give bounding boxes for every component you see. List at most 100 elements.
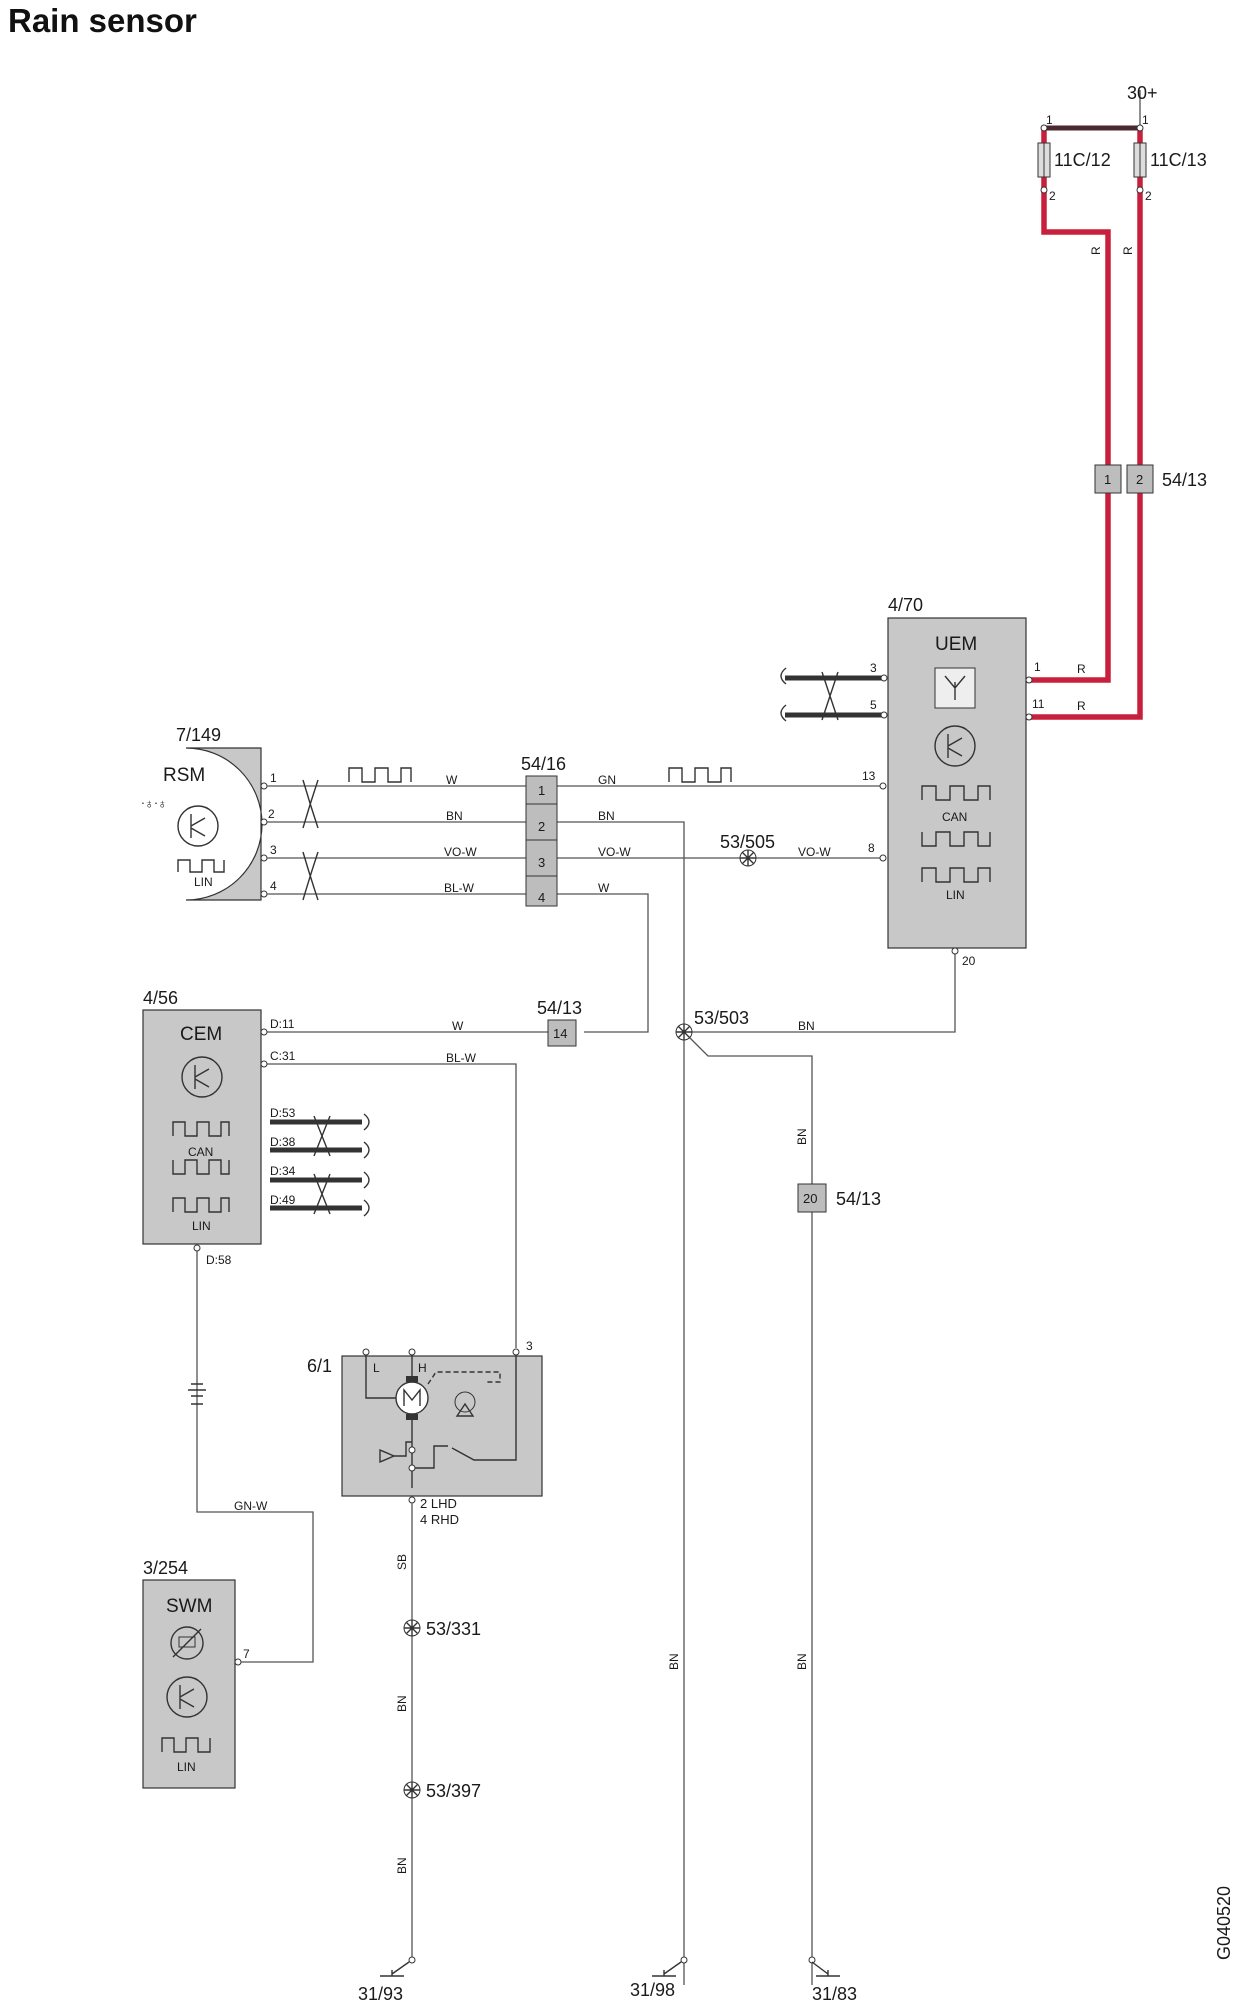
ground-label: 31/83 [812,1984,857,2000]
pin-label: 4 RHD [420,1512,459,1527]
wire-color-label: BN [598,809,615,823]
connector-54-13-top [1094,464,1154,494]
supply-label: 30+ [1127,83,1158,103]
pin-label: 4 [270,879,277,893]
wire-color-label: W [452,1019,464,1033]
wire-color-label: BN [667,1653,681,1670]
connector-label: 54/13 [537,998,582,1018]
wire-color-label: BN [446,809,463,823]
module-ref-label: 7/149 [176,725,221,745]
wire-color-label: VO-W [444,845,477,859]
page-title: Rain sensor [8,2,197,39]
wire-color-label: VO-W [598,845,631,859]
wire-color-label: GN [598,773,616,787]
module-name-label: RSM [163,765,205,786]
connector-54-13-mid [547,1019,577,1047]
pin-label: L [373,1361,380,1375]
pin-label: 2 [538,819,545,834]
pin-label: 11 [1032,697,1045,711]
pin-label: 2 [1049,189,1056,203]
fuse-label: 11C/13 [1150,150,1207,170]
rsm-module: ᐧ♁ᐧ♁ [141,747,263,901]
wire-color-label: R [1121,246,1135,255]
splice-53-397 [403,1781,421,1799]
bus-label: LIN [192,1219,211,1233]
wiper-motor-module [341,1354,543,1497]
cem-module [142,1009,262,1245]
pin-label: 20 [803,1191,817,1206]
wire-color-label: BL-W [446,1051,477,1065]
wire-color-label: BN [395,1695,409,1712]
splice-label: 53/503 [694,1008,749,1028]
connector-54-16 [525,775,558,907]
power-wiring [1026,90,1143,720]
bus-label: LIN [177,1760,196,1774]
wire-color-label: W [598,881,610,895]
cem-wiring [188,1031,560,1663]
pin-label: 2 [268,807,275,821]
bus-label: LIN [946,888,965,902]
pin-label: 14 [553,1026,567,1041]
pin-label: D:58 [206,1253,232,1267]
pin-label: 13 [862,769,876,783]
ground-label: 31/93 [358,1984,403,2000]
pin-label: 3 [870,661,877,675]
pin-label: 2 LHD [420,1496,457,1511]
pin-label: 1 [538,783,545,798]
wire-color-label: VO-W [798,845,831,859]
bus-label: CAN [942,810,967,824]
pin-label: 8 [868,841,875,855]
pin-label: 20 [962,954,976,968]
pin-label: D:11 [270,1017,295,1031]
pin-label: 7 [243,1647,250,1661]
fuse-11c-12 [1037,142,1051,178]
pin-label: D:53 [270,1106,296,1120]
wire-color-label: SB [395,1554,409,1570]
bus-label: CAN [188,1145,213,1159]
splice-53-505 [739,849,757,867]
swm-module [142,1579,236,1789]
bus-label: LIN [194,875,213,889]
splice-53-331 [403,1619,421,1637]
module-name-label: UEM [935,634,977,655]
ground-31-93 [380,1956,416,1977]
pin-label: 2 [1136,472,1143,487]
pin-label: 1 [1142,113,1149,127]
pin-label: 5 [870,698,877,712]
wire-color-label: R [1089,246,1103,255]
raindrop-icon: ᐧ♁ᐧ♁ [141,796,167,811]
uem-twisted-pair [780,667,882,722]
pin-label: C:31 [270,1049,296,1063]
module-ref-label: 4/56 [143,988,178,1008]
ground-31-98 [652,1956,688,1977]
splice-label: 53/505 [720,832,775,852]
connector-label: 54/13 [836,1189,881,1209]
wire-color-label: BN [798,1019,815,1033]
ground-31-83 [808,1956,840,1977]
splice-53-503 [675,1023,693,1041]
module-ref-label: 4/70 [888,595,923,615]
splice-label: 53/331 [426,1619,481,1639]
pin-label: 1 [1104,472,1111,487]
pin-label: D:38 [270,1135,296,1149]
ground-label: 31/98 [630,1980,675,2000]
rsm-wiring [267,767,880,1985]
pin-label: H [418,1361,427,1375]
module-name-label: CEM [180,1024,222,1045]
pin-label: D:34 [270,1164,296,1178]
pin-label: 1 [1046,113,1053,127]
pin-label: D:49 [270,1193,296,1207]
fuse-label: 11C/12 [1054,150,1111,170]
wire-color-label: GN-W [234,1499,268,1513]
wire-color-label: BN [795,1128,809,1145]
wire-color-label: R [1077,699,1086,713]
connector-label: 54/13 [1162,470,1207,490]
pin-label: 1 [270,771,277,785]
pin-label: 4 [538,890,545,905]
pin-label: 3 [270,843,277,857]
module-ref-label: 3/254 [143,1558,188,1578]
pin-label: 3 [538,855,545,870]
pin-label: 2 [1145,189,1152,203]
wire-color-label: BL-W [444,881,475,895]
